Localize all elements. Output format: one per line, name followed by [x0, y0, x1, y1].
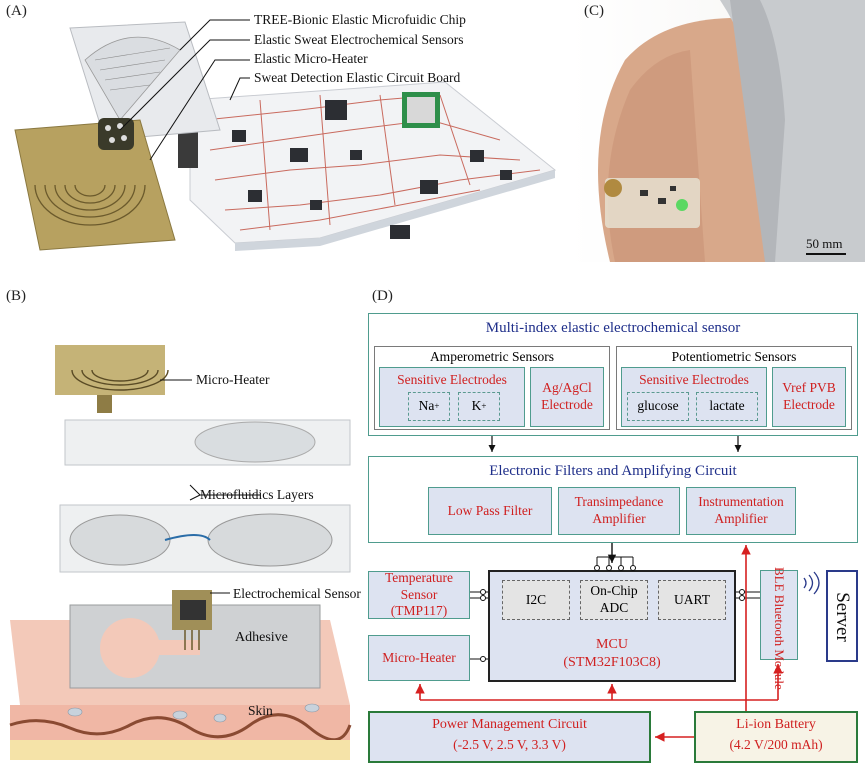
ag-agcl-electrode: Ag/AgCl Electrode [530, 367, 604, 427]
low-pass-filter: Low Pass Filter [428, 487, 552, 535]
amperometric-sensitive-box [379, 367, 525, 427]
power-management-title: Power Management Circuit [432, 717, 587, 732]
panel-label-c: (C) [584, 3, 604, 19]
battery-spec: (4.2 V/200 mAh) [729, 737, 823, 752]
temperature-sensor: Temperature Sensor (TMP117) [368, 570, 470, 619]
ble-module [760, 570, 798, 660]
label-electrochemical-sensor: Electrochemical Sensor [233, 586, 361, 601]
potassium-superscript: + [481, 400, 487, 411]
adc-block: On-Chip ADC [580, 580, 648, 620]
potassium-label: K [471, 398, 482, 414]
amperometric-sensitive-label: Sensitive Electrodes [397, 372, 507, 387]
callout-micro-heater: Elastic Micro-Heater [254, 51, 368, 66]
mcu-name: MCU [596, 637, 628, 652]
potassium-electrode: K+ [458, 392, 500, 421]
label-micro-heater-b: Micro-Heater [196, 372, 270, 387]
battery-box [694, 711, 858, 763]
sodium-superscript: + [434, 400, 440, 411]
panel-label-a: (A) [6, 3, 27, 19]
filters-group-box [368, 456, 858, 543]
scale-bar-line [806, 253, 846, 255]
filters-title: Electronic Filters and Amplifying Circui… [489, 463, 737, 479]
panel-label-d: (D) [372, 288, 393, 304]
panel-label-b: (B) [6, 288, 26, 304]
potentiometric-sensitive-label: Sensitive Electrodes [639, 372, 749, 387]
micro-heater-box: Micro-Heater [368, 635, 470, 681]
label-microfluidics-layers: Microfluidics Layers [200, 487, 314, 502]
i2c-block: I2C [502, 580, 570, 620]
lactate-electrode: lactate [696, 392, 758, 421]
ble-module-label: BLE Bluetooth Module [772, 567, 787, 690]
glucose-electrode: glucose [627, 392, 689, 421]
sodium-label: Na [418, 398, 435, 414]
sensor-title: Multi-index elastic electrochemical sens… [485, 320, 741, 336]
sodium-electrode: Na+ [408, 392, 450, 421]
potentiometric-box [616, 346, 852, 430]
panel-c-photo [570, 0, 865, 262]
server-box [826, 570, 858, 662]
arm-photo-illustration [598, 0, 865, 262]
server-label: Server [832, 592, 853, 642]
chips [232, 100, 512, 239]
callout-circuit-board: Sweat Detection Elastic Circuit Board [254, 70, 461, 85]
device-on-arm [605, 178, 700, 228]
battery-title: Li-ion Battery [736, 717, 816, 732]
potentiometric-title: Potentiometric Sensors [671, 349, 797, 364]
power-management-voltages: (-2.5 V, 2.5 V, 3.3 V) [453, 737, 566, 752]
transimpedance-amplifier: Transimpedance Amplifier [558, 487, 680, 535]
scale-bar-label: 50 mm [806, 236, 843, 251]
label-adhesive: Adhesive [235, 630, 288, 645]
vref-pvb-electrode: Vref PVB Electrode [772, 367, 846, 427]
label-skin: Skin [248, 703, 273, 718]
uart-block: UART [658, 580, 726, 620]
callout-microfluidic-chip: TREE-Bionic Elastic Microfuidic Chip [254, 12, 466, 27]
power-management-box [368, 711, 651, 763]
amperometric-box [374, 346, 610, 430]
instrumentation-amplifier: Instrumentation Amplifier [686, 487, 796, 535]
amperometric-title: Amperometric Sensors [429, 349, 555, 364]
mcu-part: (STM32F103C8) [563, 655, 661, 670]
sensor-group-box [368, 313, 858, 436]
callout-sweat-sensors: Elastic Sweat Electrochemical Sensors [254, 32, 464, 47]
